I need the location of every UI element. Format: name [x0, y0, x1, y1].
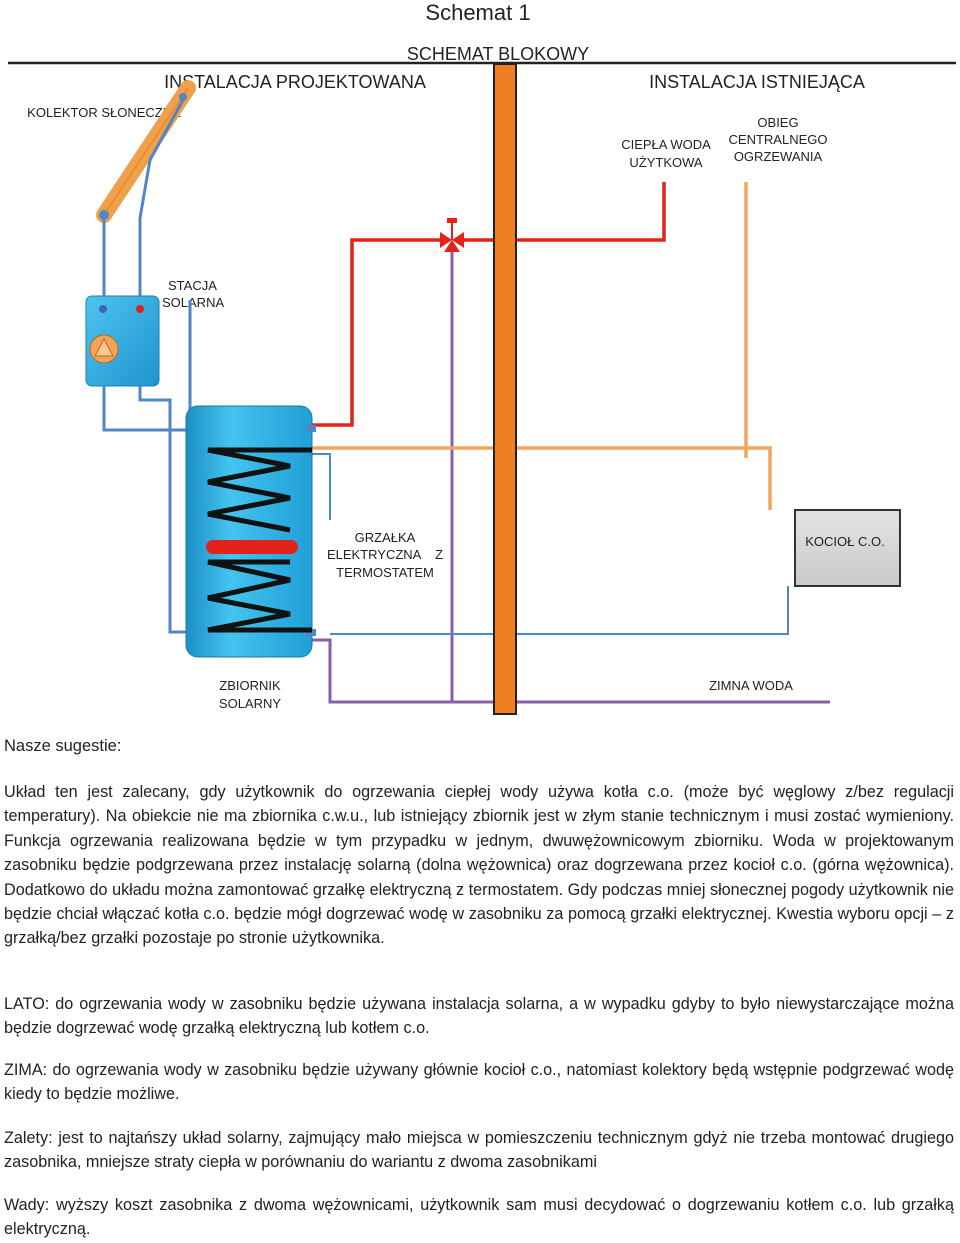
hot-water-label-1: CIEPŁA WODA [621, 137, 711, 152]
boiler: KOCIOŁ C.O. [794, 509, 901, 587]
mixing-valve-icon [440, 218, 464, 252]
tank-label-2: SOLARNY [219, 696, 281, 711]
wall-divider [493, 63, 517, 715]
cold-water-label: ZIMNA WODA [709, 678, 793, 693]
suggestions-heading: Nasze sugestie: [4, 737, 122, 755]
diagram-subtitle: SCHEMAT BLOKOWY [407, 44, 589, 64]
collector-label: KOLEKTOR SŁONECZNE [27, 105, 181, 120]
heating-label-2: CENTRALNEGO [729, 132, 828, 147]
lower-coil [207, 559, 312, 633]
paragraph-zalety: Zalety: jest to najtańszy układ solarny,… [4, 1129, 954, 1172]
upper-coil [207, 447, 312, 533]
boiler-label: KOCIOŁ C.O. [805, 534, 884, 549]
station-label-1: STACJA [168, 278, 217, 293]
boiler-return-pipe [312, 453, 789, 635]
heating-label-3: OGRZEWANIA [734, 149, 823, 164]
solar-collector [96, 80, 196, 223]
boiler-loop-pipes [312, 182, 772, 510]
electric-heater [206, 540, 298, 554]
heater-label-3: TERMOSTATEM [336, 565, 434, 580]
solar-tank [185, 405, 316, 658]
tank-label-1: ZBIORNIK [219, 678, 281, 693]
paragraph-1: Układ ten jest zalecany, gdy użytkownik … [4, 783, 954, 948]
station-label-2: SOLARNA [162, 295, 224, 310]
heater-label-2: ELEKTRYCZNA Z [327, 547, 443, 562]
hot-water-label-2: UŻYTKOWA [629, 155, 703, 170]
block-diagram: Schemat 1 SCHEMAT BLOKOWY INSTALACJA PRO… [8, 0, 956, 715]
paragraph-wady: Wady: wyższy koszt zasobnika z dwoma węż… [4, 1196, 954, 1239]
heater-label-1: GRZAŁKA [355, 530, 416, 545]
right-heading: INSTALACJA ISTNIEJĄCA [649, 72, 865, 92]
solar-station [85, 295, 160, 387]
cold-water-pipes [312, 248, 830, 704]
paragraph-lato: LATO: do ogrzewania wody w zasobniku będ… [4, 995, 954, 1038]
heating-label-1: OBIEG [757, 115, 798, 130]
hot-water-pipes [312, 182, 666, 427]
diagram-title: Schemat 1 [425, 0, 530, 25]
left-heading: INSTALACJA PROJEKTOWANA [164, 72, 426, 92]
paragraph-zima: ZIMA: do ogrzewania wody w zasobniku będ… [4, 1061, 954, 1104]
